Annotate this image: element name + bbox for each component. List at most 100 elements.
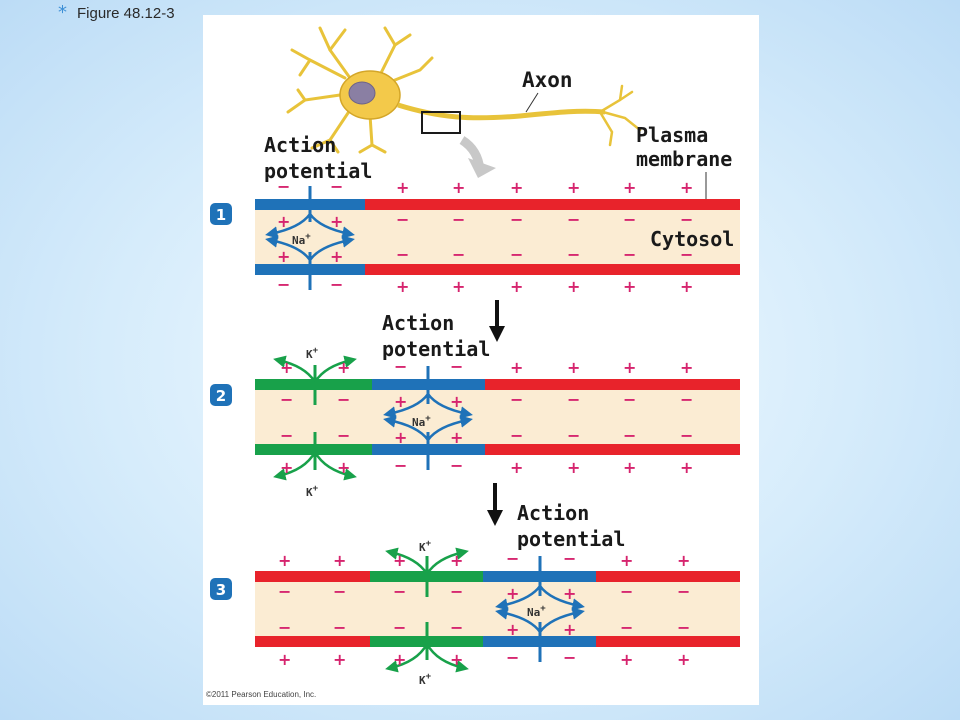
label-cytosol: Cytosol bbox=[650, 227, 734, 251]
svg-text:−: − bbox=[393, 618, 406, 637]
slide-header: * Figure 48.12-3 bbox=[58, 4, 175, 22]
svg-text:−: − bbox=[277, 275, 290, 294]
svg-text:−: − bbox=[680, 390, 693, 409]
svg-text:+: + bbox=[567, 277, 580, 296]
svg-text:−: − bbox=[396, 245, 409, 264]
svg-text:−: − bbox=[563, 549, 576, 568]
action-potential-diagram: Axon Plasma membrane Action potential Na… bbox=[206, 26, 740, 699]
svg-text:+: + bbox=[278, 551, 291, 570]
svg-text:+: + bbox=[393, 650, 406, 669]
svg-text:+: + bbox=[450, 650, 463, 669]
svg-text:−: − bbox=[680, 245, 693, 264]
svg-text:+: + bbox=[620, 650, 633, 669]
svg-text:+: + bbox=[563, 584, 576, 603]
svg-text:+: + bbox=[620, 551, 633, 570]
label-plasma: Plasma bbox=[636, 123, 708, 147]
svg-text:−: − bbox=[567, 390, 580, 409]
step-badge-3: 3 bbox=[210, 578, 232, 600]
svg-text:+: + bbox=[396, 178, 409, 197]
svg-text:+: + bbox=[393, 551, 406, 570]
svg-text:+: + bbox=[563, 620, 576, 639]
svg-text:+: + bbox=[452, 277, 465, 296]
svg-text:−: − bbox=[623, 390, 636, 409]
svg-text:−: − bbox=[278, 618, 291, 637]
svg-text:−: − bbox=[506, 549, 519, 568]
step1-top-inside-signs: ++ −−−−−− bbox=[277, 210, 693, 231]
step2-na-arrows bbox=[383, 393, 473, 441]
svg-text:+: + bbox=[623, 358, 636, 377]
asterisk-bullet-icon: * bbox=[58, 2, 67, 23]
step-3: Action potential K+ K+ Na+ ++++ bbox=[255, 501, 740, 687]
svg-text:−: − bbox=[330, 177, 343, 196]
step2-bottom-resting-segment bbox=[485, 444, 740, 455]
step1-cytosol bbox=[255, 206, 740, 268]
svg-text:−: − bbox=[337, 390, 350, 409]
label-axon: Axon bbox=[522, 68, 573, 92]
zoom-arrow-head bbox=[468, 158, 496, 178]
svg-text:+: + bbox=[333, 650, 346, 669]
svg-text:+: + bbox=[280, 358, 293, 377]
figure-panel: Axon Plasma membrane Action potential Na… bbox=[203, 15, 759, 705]
svg-text:+: + bbox=[510, 358, 523, 377]
step1-bottom-inside-signs: ++ −−−−−− bbox=[277, 245, 693, 266]
step3-top-resting-right bbox=[596, 571, 740, 582]
svg-text:−: − bbox=[333, 582, 346, 601]
step2-na-ion: Na+ bbox=[412, 414, 431, 429]
svg-text:+: + bbox=[277, 212, 290, 231]
svg-text:+: + bbox=[337, 458, 350, 477]
svg-text:−: − bbox=[510, 245, 523, 264]
step-badge-2: 2 bbox=[210, 384, 232, 406]
svg-text:−: − bbox=[506, 648, 519, 667]
svg-text:+: + bbox=[450, 551, 463, 570]
svg-text:+: + bbox=[623, 178, 636, 197]
svg-text:−: − bbox=[623, 245, 636, 264]
svg-text:+: + bbox=[330, 247, 343, 266]
svg-text:2: 2 bbox=[216, 387, 226, 405]
svg-text:+: + bbox=[680, 178, 693, 197]
step3-top-outside-signs: + + + + − − + + bbox=[278, 549, 690, 570]
svg-text:+: + bbox=[450, 392, 463, 411]
svg-text:+: + bbox=[567, 458, 580, 477]
step2-cytosol bbox=[255, 386, 740, 448]
svg-text:1: 1 bbox=[216, 206, 226, 224]
step2-top-resting-segment bbox=[485, 379, 740, 390]
step1-na-ion: Na+ bbox=[292, 232, 311, 247]
step1-na-arrows bbox=[265, 213, 355, 261]
axon-leader-line bbox=[525, 92, 539, 113]
svg-text:+: + bbox=[567, 358, 580, 377]
step3-na-ion: Na+ bbox=[527, 604, 546, 619]
svg-text:−: − bbox=[277, 177, 290, 196]
svg-text:3: 3 bbox=[216, 581, 226, 599]
svg-text:−: − bbox=[620, 582, 633, 601]
svg-text:+: + bbox=[333, 551, 346, 570]
step3-bottom-k-ion: K+ bbox=[419, 672, 432, 687]
step2-bottom-k-ion: K+ bbox=[306, 484, 319, 499]
step1-bottom-resting-segment bbox=[365, 264, 740, 275]
svg-text:+: + bbox=[510, 277, 523, 296]
axon-terminals bbox=[598, 84, 642, 147]
svg-text:+: + bbox=[506, 620, 519, 639]
step-badge-1: 1 bbox=[210, 203, 232, 225]
svg-text:+: + bbox=[677, 551, 690, 570]
step1-bottom-outside-signs: −− ++++++ bbox=[277, 275, 693, 296]
svg-text:+: + bbox=[680, 358, 693, 377]
svg-text:+: + bbox=[510, 178, 523, 197]
svg-text:−: − bbox=[452, 245, 465, 264]
svg-text:−: − bbox=[623, 426, 636, 445]
step2-top-k-ion: K+ bbox=[306, 346, 319, 361]
nucleus bbox=[348, 81, 376, 105]
svg-text:−: − bbox=[677, 618, 690, 637]
svg-text:−: − bbox=[280, 390, 293, 409]
svg-text:−: − bbox=[333, 618, 346, 637]
svg-text:+: + bbox=[337, 358, 350, 377]
svg-text:+: + bbox=[278, 650, 291, 669]
svg-text:+: + bbox=[567, 178, 580, 197]
copyright-note: ©2011 Pearson Education, Inc. bbox=[206, 690, 316, 699]
step3-bottom-outside-signs: ++++ −− ++ bbox=[278, 648, 690, 669]
svg-text:−: − bbox=[567, 245, 580, 264]
svg-text:−: − bbox=[452, 210, 465, 229]
step3-top-resting-left bbox=[255, 571, 370, 582]
svg-text:−: − bbox=[567, 210, 580, 229]
svg-text:+: + bbox=[510, 458, 523, 477]
svg-text:−: − bbox=[450, 456, 463, 475]
